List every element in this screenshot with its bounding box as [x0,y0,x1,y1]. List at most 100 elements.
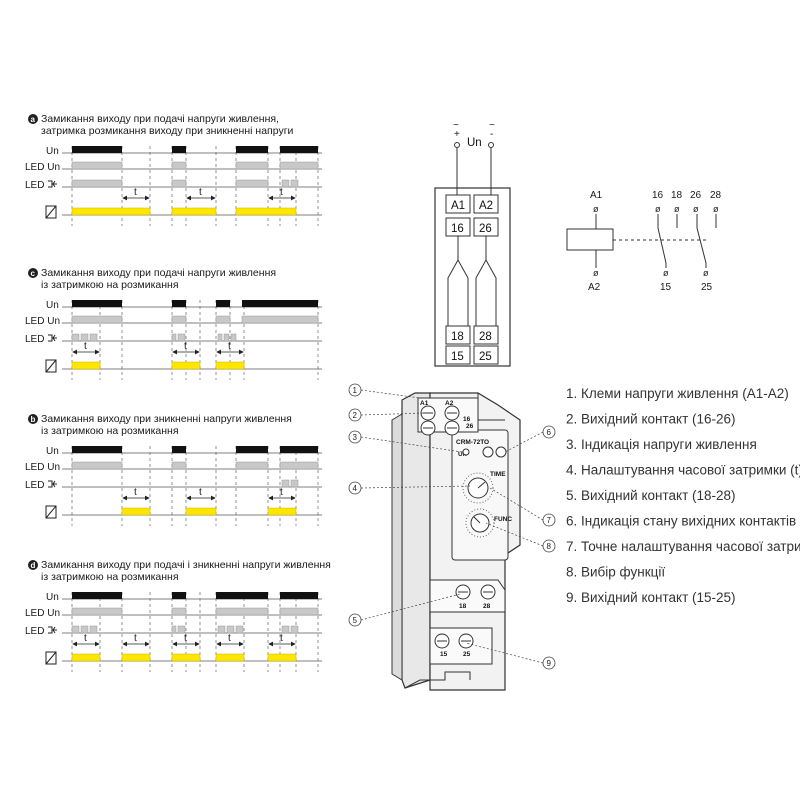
callout-leader [465,642,544,664]
wiring-16: 16 [451,223,464,235]
sch-16: 16 [652,190,664,201]
sch-a2: A2 [588,282,601,293]
callout-circle [348,613,362,627]
diagram-title-line2: затримка розмикання виходу при зникненні… [41,125,294,137]
legend-item: 4. Налаштування часової затримки (t) [566,463,800,478]
legend-item: 9. Вихідний контакт (15-25) [566,590,736,605]
device-time: TIME [490,471,506,478]
diagram-badge-letter: a [31,115,36,124]
diagram-title-line1: Замикання виходу при подачі напруги живл… [41,113,279,125]
relay-output-bar [121,507,151,516]
callout-leader [360,436,463,453]
diagram-title-line2: із затримкою на розмикання [41,571,179,583]
led-contact-bar [281,179,290,188]
led-contact-bar [290,479,299,488]
diagram-badge [28,414,38,424]
tilde-left: ~ [453,120,459,131]
relay-coil-icon-slash [45,505,57,519]
led-contact-bar [217,625,226,634]
callout-circle [542,425,556,439]
supply-bar [280,146,318,153]
callout-number: 5 [353,616,358,625]
supply-bar [72,146,122,153]
led-contact-bar [80,625,89,634]
relay-output-bar [171,361,201,370]
diagram-title-line1: Замикання виходу при подачі і зникненні … [41,559,331,571]
device-func: FUNC [494,516,512,523]
led-un-bar [71,607,123,616]
relay-output-bar [267,507,297,516]
callout-number: 6 [547,428,552,437]
legend-item: 3. Індикація напруги живлення [566,437,757,452]
delay-label: t [134,633,137,644]
relay-coil-icon-slash [45,651,57,665]
diagram-title-line2: із затримкою на розмикання [41,279,179,291]
row-label-un: Un [46,592,59,603]
legend-item: 6. Індикація стану вихідних контактів [566,514,796,529]
tilde-right: ~ [489,120,495,131]
led-contact-bar [235,625,244,634]
callout-circle [348,383,362,397]
callout-number: 4 [353,484,358,493]
callout-number: 9 [547,659,552,668]
delay-label: t [184,633,187,644]
led-contact-bar [235,179,269,188]
supply-bar [172,592,186,599]
callout-leader [360,389,421,399]
row-label-un: Un [46,146,59,157]
delay-label: t [84,341,87,352]
delay-label: t [228,633,231,644]
led-un-bar [279,607,319,616]
callout-leader [504,431,544,453]
led-contact-bar [171,333,177,342]
led-un-bar [171,315,187,324]
diagram-title-line1: Замикання виходу при подачі напруги живл… [41,267,276,279]
supply-bar [280,592,318,599]
supply-minus: - [490,129,493,140]
contact-icon [48,180,57,188]
led-contact-bar [226,625,235,634]
wiring-26: 26 [479,223,492,235]
supply-bar [216,592,268,599]
row-label-led-contact: LED [25,334,44,345]
sch-26: 26 [690,190,702,201]
row-label-un: Un [46,446,59,457]
callout-circle [348,408,362,422]
led-un-bar [171,161,187,170]
relay-output-bar [185,507,217,516]
row-label-led-contact: LED [25,480,44,491]
dev-a1: A1 [420,400,429,407]
delay-label: t [280,487,283,498]
relay-output-bar [215,653,245,662]
row-label-led-contact: LED [25,180,44,191]
delay-label: t [280,633,283,644]
svg-text:ø: ø [674,204,680,214]
row-label-led-un: LED Un [25,462,60,473]
supply-bar [236,446,268,453]
wiring-18: 18 [451,331,464,343]
sch-18: 18 [671,190,683,201]
device-model: CRM-72TO [456,439,489,446]
callout-8: 8 [485,522,556,553]
led-contact-bar [281,479,290,488]
led-contact-bar [80,333,89,342]
row-label-led-un: LED Un [25,316,60,327]
supply-bar [242,300,318,307]
callout-5: 5 [348,593,461,627]
wiring-25: 25 [479,351,492,363]
led-un-bar [279,461,319,470]
supply-bar [72,592,122,599]
wiring-diagram: ~ + ~ - Un A1 A2 16 26 18 28 15 25 [434,120,511,367]
dev-16: 16 [463,416,471,423]
callout-1: 1 [348,383,421,399]
relay-output-bar [267,653,297,662]
callout-number: 1 [353,386,358,395]
wiring-15: 15 [451,351,464,363]
legend-item: 5. Вихідний контакт (18-28) [566,488,736,503]
delay-label: t [199,487,202,498]
sch-25: 25 [701,282,713,293]
